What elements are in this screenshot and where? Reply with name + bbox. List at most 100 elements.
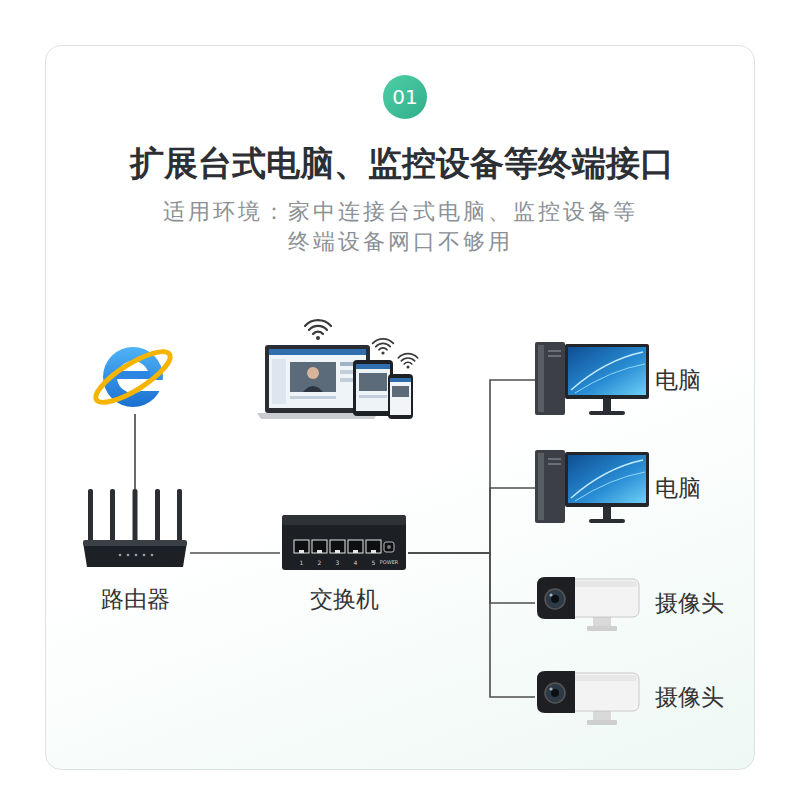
wireless-devices — [390, 378, 411, 382]
computer-icon — [575, 472, 645, 501]
wifi-signal — [305, 320, 331, 326]
computer-icon — [538, 453, 544, 520]
node-text-group: 路由器 — [101, 584, 170, 614]
node-text-group: 电脑 — [655, 473, 701, 503]
node-text-group: 交换机 — [310, 584, 379, 614]
computer-icon — [535, 342, 565, 415]
camera-icon — [549, 593, 552, 596]
router-icon — [110, 489, 115, 547]
switch-icon — [387, 545, 391, 549]
computer-icon — [571, 460, 643, 498]
port-number: 3 — [336, 559, 340, 566]
uplink-wire — [134, 414, 136, 489]
port-number: 4 — [354, 559, 358, 566]
wireless-devices — [272, 359, 286, 404]
computer-icon — [571, 352, 643, 390]
camera-icon — [535, 573, 640, 633]
node-text-group: 摄像头 — [655, 682, 724, 712]
connector-line — [408, 553, 535, 603]
switch-icon — [348, 540, 363, 553]
router-node: 路由器 — [80, 485, 190, 616]
internet-icon — [90, 343, 177, 411]
camera-icon — [537, 577, 575, 619]
node-label: 01 — [392, 85, 417, 109]
subtitle-note: 适用环境：家中连接台式电脑、监控设备等 终端设备网口不够用 — [155, 197, 645, 257]
node-text-group: 摄像头 — [655, 588, 724, 618]
port-number-anchor: 3 — [338, 562, 342, 569]
camera-icon — [549, 687, 552, 690]
wireless-devices — [359, 395, 387, 398]
router-icon — [143, 554, 146, 557]
wifi-signal — [313, 332, 323, 334]
camera-icon — [535, 667, 640, 727]
switch-icon — [312, 540, 327, 553]
computer-icon — [565, 344, 649, 399]
step-badge: 01 — [383, 75, 427, 119]
wireless-devices — [290, 362, 336, 392]
wireless-devices — [303, 386, 323, 392]
router-icon — [135, 554, 138, 557]
port-number: 2 — [318, 559, 322, 566]
computer-icon — [535, 450, 565, 523]
camera-icon — [587, 720, 617, 725]
computer-icon — [568, 347, 646, 395]
wifi-signal — [305, 320, 418, 368]
wireless-devices — [390, 378, 411, 415]
switch-icon — [330, 540, 345, 553]
wireless-devices — [356, 364, 390, 411]
wifi-signal — [404, 362, 412, 364]
wifi-signal — [398, 354, 418, 358]
wifi-signal — [376, 343, 390, 346]
wifi-signal — [381, 351, 384, 354]
connector-line — [190, 552, 280, 554]
connector-line — [408, 553, 535, 697]
computer-icon — [589, 519, 625, 523]
switch-icon — [299, 550, 304, 553]
wifi-signal — [373, 339, 394, 344]
diagram-title: 扩展台式电脑、监控设备等终端接口 — [130, 141, 674, 185]
port-number: 1 — [300, 559, 304, 566]
port-number-anchor: 5 — [374, 562, 378, 569]
port-number-anchor: 4 — [356, 562, 360, 569]
subtitle-note-anchor: 适用环境：家中连接台式电脑、监控设备等 终端设备网口不够用 — [155, 197, 645, 257]
wifi-signal — [309, 326, 327, 330]
computer-icon — [603, 507, 611, 519]
camera-node: 摄像头 — [535, 573, 728, 633]
connector-line — [408, 380, 535, 553]
computer-icon — [568, 455, 646, 503]
wireless-devices — [388, 374, 413, 419]
computer-icon — [565, 452, 649, 507]
computer-icon — [535, 448, 650, 528]
camera-node: 摄像头 — [535, 667, 728, 727]
router-icon — [151, 554, 154, 557]
computer-icon — [538, 345, 544, 412]
router-icon — [88, 489, 93, 547]
switch-icon — [282, 515, 406, 570]
computer-node: 电脑 — [535, 448, 705, 528]
computer-icon — [535, 340, 650, 420]
computer-icon — [575, 364, 645, 393]
router-icon — [177, 489, 182, 547]
power-label-anchor: POWER — [389, 562, 408, 569]
computer-icon — [548, 350, 561, 352]
computer-icon — [548, 355, 561, 357]
camera-icon — [545, 589, 565, 609]
power-label: POWER — [380, 559, 399, 566]
router-icon — [119, 554, 122, 557]
wifi-signal — [379, 348, 387, 350]
port-number: 5 — [372, 559, 376, 566]
switch-icon — [384, 542, 394, 552]
internet-icon — [90, 343, 177, 411]
wireless-devices — [359, 373, 387, 391]
node-label: 交换机 — [310, 584, 379, 614]
node-label: 电脑 — [655, 365, 701, 395]
switch-icon — [294, 540, 309, 553]
camera-icon — [587, 626, 617, 631]
router-icon — [80, 485, 190, 572]
wifi-signal — [305, 320, 331, 340]
camera-icon — [545, 683, 565, 703]
computer-icon — [603, 399, 611, 411]
